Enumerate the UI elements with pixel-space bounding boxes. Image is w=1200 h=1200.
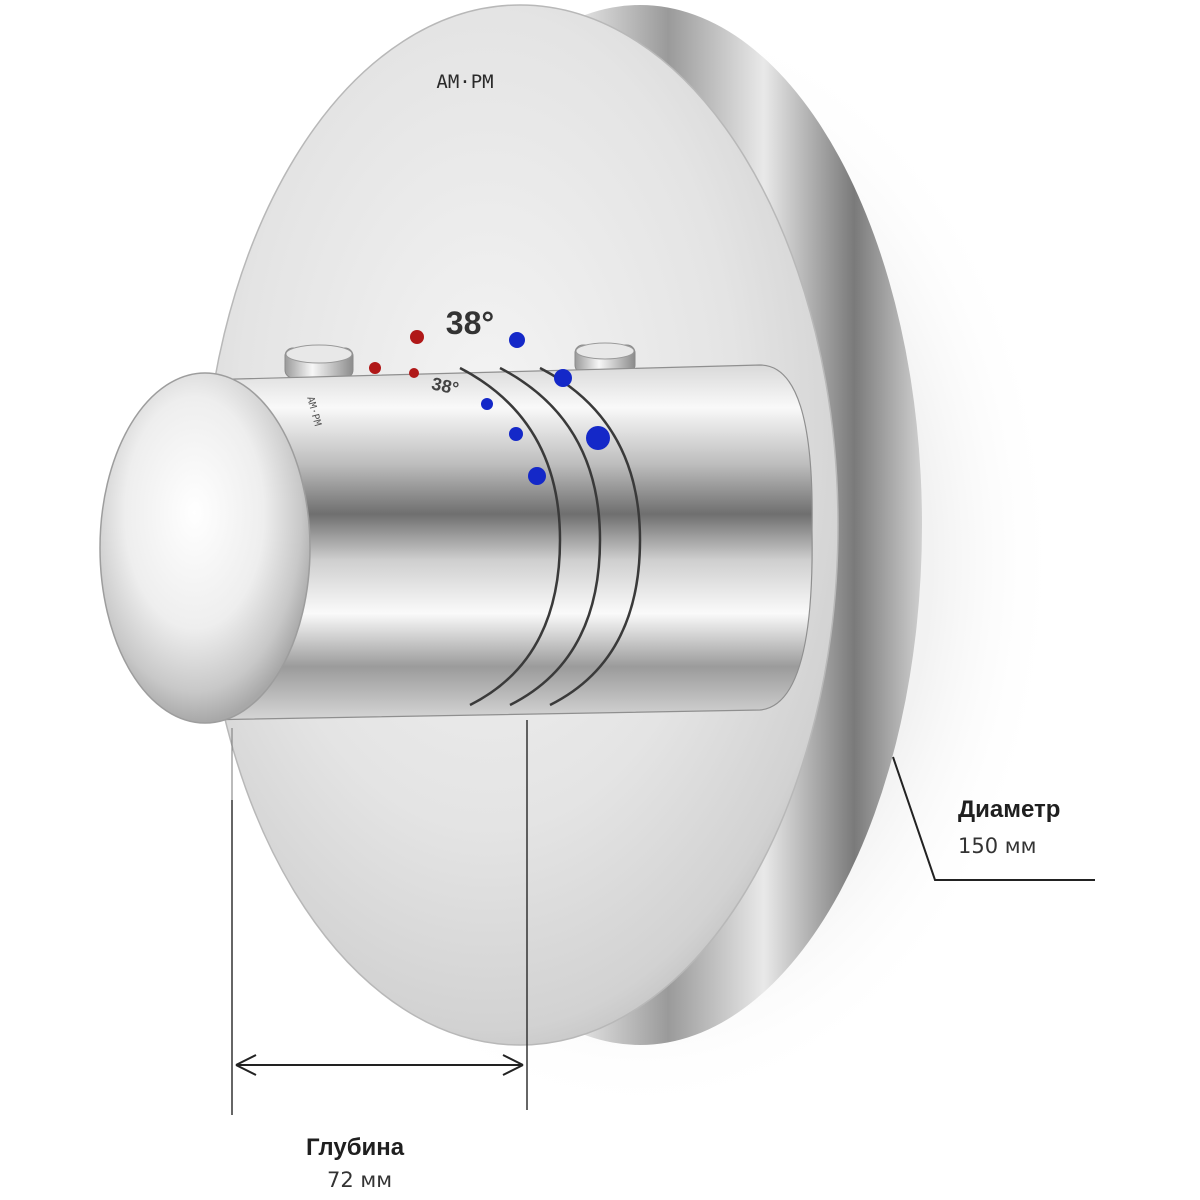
diameter-label: Диаметр bbox=[958, 796, 1061, 823]
hot-marker bbox=[369, 362, 381, 374]
depth-value: 72 мм bbox=[327, 1168, 393, 1192]
knob-cylinder bbox=[199, 364, 813, 721]
cold-marker bbox=[528, 467, 546, 485]
cold-marker bbox=[554, 369, 572, 387]
limit-pin-left bbox=[284, 344, 354, 379]
diameter-leader-line bbox=[892, 756, 1095, 881]
knob-groove bbox=[459, 366, 562, 707]
cold-marker bbox=[509, 427, 523, 441]
hot-marker bbox=[410, 330, 424, 344]
cold-marker bbox=[509, 332, 525, 348]
depth-label: Глубина bbox=[306, 1134, 405, 1161]
depth-arrow-head-left bbox=[235, 1054, 257, 1076]
knob-cap bbox=[99, 372, 311, 724]
brand-logo: AM·PM bbox=[436, 71, 493, 93]
knob-groove bbox=[539, 366, 642, 707]
hot-marker bbox=[409, 368, 419, 378]
cold-marker bbox=[586, 426, 610, 450]
cold-marker bbox=[481, 398, 493, 410]
limit-pin-right bbox=[574, 342, 636, 374]
knob-groove bbox=[499, 366, 602, 707]
dial-temperature: 38° bbox=[446, 305, 494, 341]
depth-arrow-head-right bbox=[502, 1054, 524, 1076]
diameter-value: 150 мм bbox=[958, 834, 1037, 858]
